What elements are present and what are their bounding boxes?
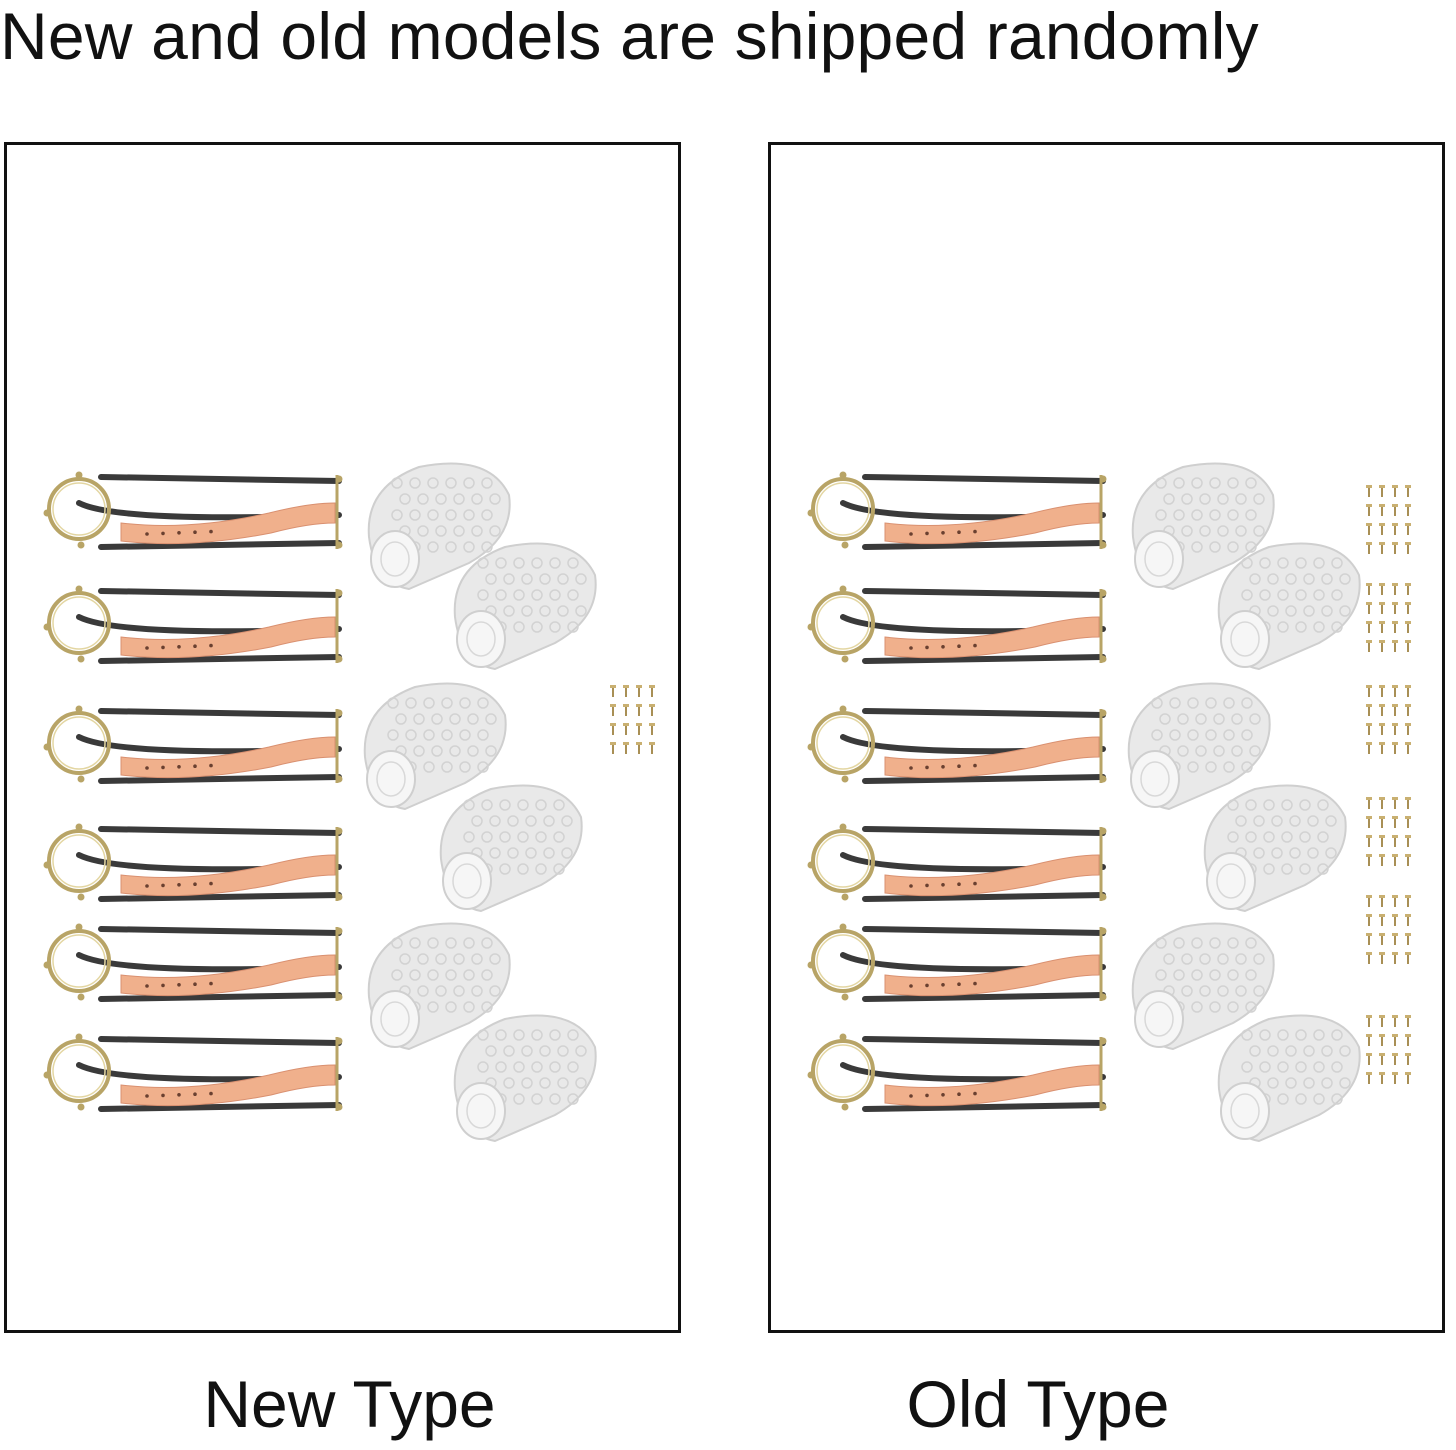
cup-holder-2 — [43, 585, 343, 664]
mesh-cap-1 — [1131, 462, 1275, 591]
mesh-cap-6 — [453, 1014, 597, 1143]
cup-holder-3 — [807, 705, 1107, 784]
old-type-product-illustration — [807, 462, 1411, 1143]
cup-holder-5 — [43, 923, 343, 1002]
mesh-cap-1 — [367, 462, 511, 591]
mesh-cap-6 — [1217, 1014, 1361, 1143]
cup-holder-6 — [43, 1033, 343, 1112]
screw-set-3 — [1366, 685, 1411, 754]
mesh-cap-2 — [1217, 542, 1361, 671]
mesh-cap-3 — [1127, 682, 1271, 811]
mesh-cap-5 — [1131, 922, 1275, 1051]
mesh-cap-5 — [367, 922, 511, 1051]
panel-new-type — [4, 142, 681, 1333]
panel-old-type — [768, 142, 1445, 1333]
caption-old-type: Old Type — [906, 1367, 1170, 1441]
cup-holder-1 — [43, 471, 343, 550]
screw-set-4 — [1366, 797, 1411, 866]
mesh-cap-4 — [1203, 784, 1347, 913]
cup-holder-3 — [43, 705, 343, 784]
new-type-product-illustration — [43, 462, 655, 1143]
screw-set-2 — [1366, 583, 1411, 652]
cup-holder-4 — [807, 823, 1107, 902]
screw-set-6 — [1366, 1015, 1411, 1084]
mesh-cap-2 — [453, 542, 597, 671]
cup-holder-4 — [43, 823, 343, 902]
cup-holder-2 — [807, 585, 1107, 664]
headline: New and old models are shipped randomly — [0, 0, 1259, 73]
screw-set-1 — [610, 685, 655, 754]
cup-holder-5 — [807, 923, 1107, 1002]
cup-holder-6 — [807, 1033, 1107, 1112]
screw-set-5 — [1366, 895, 1411, 964]
caption-new-type: New Type — [203, 1367, 496, 1441]
mesh-cap-3 — [363, 682, 507, 811]
mesh-cap-4 — [439, 784, 583, 913]
cup-holder-1 — [807, 471, 1107, 550]
screw-set-1 — [1366, 485, 1411, 554]
